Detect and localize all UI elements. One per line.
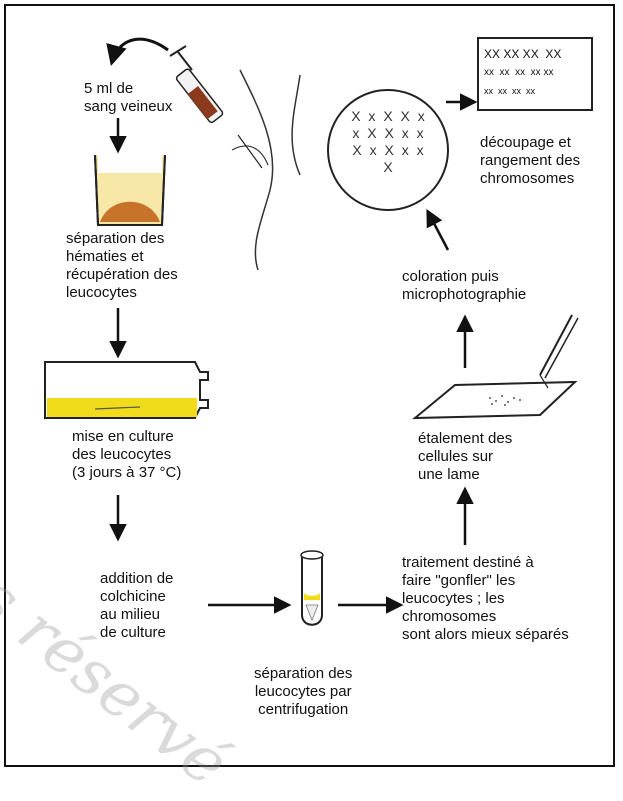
arrow-staining-to-micrograph (428, 212, 448, 250)
label-treatment: traitement destiné à faire "gonfler" les… (402, 554, 569, 644)
culture-flask-illustration (45, 362, 208, 418)
karyotype-rows: XX XX XX XX xx xx xx xx xx xx xx xx xx (484, 44, 588, 100)
label-blood-sample: 5 ml de sang veineux (84, 80, 172, 116)
label-culture: mise en culture des leucocytes (3 jours … (72, 428, 181, 482)
label-spreading: étalement des cellules sur une lame (418, 430, 512, 484)
beaker-illustration (95, 155, 165, 225)
label-separation: séparation des hématies et récupération … (66, 230, 178, 302)
karyotype-row: xx xx xx xx (484, 82, 588, 100)
label-karyotype: découpage et rangement des chromosomes (480, 134, 580, 188)
karyotype-row: XX XX XX XX (484, 44, 588, 64)
label-centrifugation: séparation des leucocytes par centrifuga… (254, 665, 352, 719)
test-tube-illustration (301, 551, 323, 625)
karyotype-row: xx xx xx xx xx (484, 64, 588, 82)
metaphase-chromosomes: X x X X x x X X x x X x X x x X (346, 108, 432, 176)
label-staining: coloration puis microphotographie (402, 268, 526, 304)
label-colchicine: addition de colchicine au milieu de cult… (100, 570, 173, 642)
microscope-slide-illustration (415, 315, 578, 418)
syringe-icon (170, 46, 262, 168)
